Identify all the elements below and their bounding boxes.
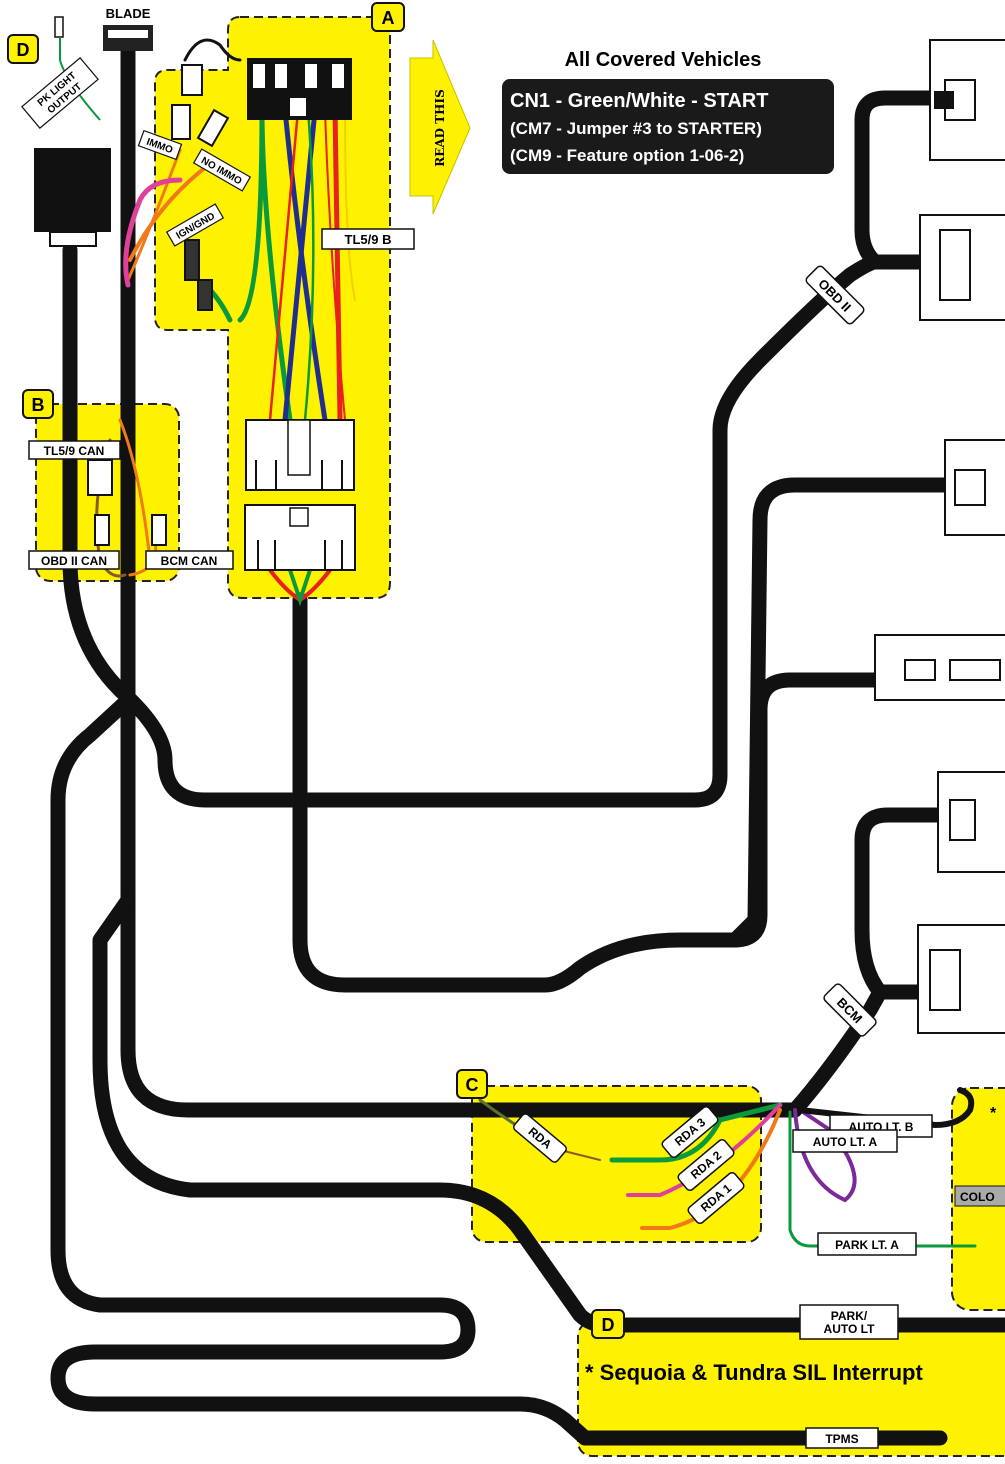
zone-b-connectors bbox=[87, 459, 167, 546]
section-badges: A B C D D bbox=[7, 2, 625, 1339]
bcm-connector bbox=[917, 924, 1005, 1034]
pk-module bbox=[34, 148, 111, 247]
read-this-text: READ THIS bbox=[433, 89, 447, 167]
tpms-label: TPMS bbox=[825, 1432, 858, 1446]
park-lt-a-label: PARK LT. A bbox=[835, 1238, 899, 1252]
zone-a-bottom-connector bbox=[244, 504, 356, 571]
badge-d-bottom: D bbox=[591, 1309, 625, 1339]
header-line-3: (CM9 - Feature option 1-06-2) bbox=[510, 146, 744, 165]
header-line-2: (CM7 - Jumper #3 to STARTER) bbox=[510, 119, 762, 138]
label-tags: TL5/9 B TL5/9 CAN OBD II CAN BCM CAN IMM… bbox=[21, 6, 1005, 1449]
auto-lt-a-label: AUTO LT. A bbox=[813, 1135, 878, 1149]
right-connector-5 bbox=[937, 771, 1005, 873]
bcm-can-label: BCM CAN bbox=[161, 554, 218, 568]
badge-c: C bbox=[456, 1069, 488, 1099]
badge-b: B bbox=[22, 389, 54, 419]
read-this-arrow: READ THIS bbox=[409, 39, 471, 215]
header-line-1: CN1 - Green/White - START bbox=[510, 90, 769, 112]
blade-label: BLADE bbox=[106, 6, 151, 21]
sequoia-label: * Sequoia & Tundra SIL Interrupt bbox=[585, 1360, 923, 1385]
tl59b-label: TL5/9 B bbox=[345, 232, 392, 247]
zone-a-wires bbox=[123, 38, 356, 607]
zone-a-mid-connector bbox=[245, 419, 355, 491]
mid-right-cable bbox=[727, 477, 953, 948]
to-d-cable bbox=[92, 892, 1005, 1333]
colo-star: * bbox=[990, 1105, 997, 1122]
obd-upper-cable bbox=[854, 90, 943, 270]
right-connector-4 bbox=[874, 634, 1005, 701]
right-connector-3 bbox=[944, 439, 1005, 536]
park-auto-lt-label-1: PARK/ bbox=[831, 1309, 868, 1323]
header-box: All Covered Vehicles CN1 - Green/White -… bbox=[502, 49, 834, 174]
svg-text:D: D bbox=[602, 1315, 615, 1335]
colo-label: COLO bbox=[960, 1190, 995, 1204]
pk-module-cable bbox=[62, 242, 928, 808]
bcm-upper-cable bbox=[854, 807, 948, 1000]
tl59-can-label: TL5/9 CAN bbox=[44, 444, 105, 458]
zone-a-top-connector bbox=[247, 58, 352, 120]
obd-ii-can-label: OBD II CAN bbox=[41, 554, 107, 568]
badge-d-top: D bbox=[7, 34, 39, 64]
header-title: All Covered Vehicles bbox=[565, 49, 762, 71]
small-connectors-zone-a bbox=[171, 64, 230, 311]
park-auto-lt-label-2: AUTO LT bbox=[824, 1322, 876, 1336]
left-loop-cable bbox=[50, 692, 948, 1446]
badge-a: A bbox=[371, 2, 405, 32]
obd-connector-bottom bbox=[919, 214, 1005, 321]
svg-text:C: C bbox=[466, 1075, 479, 1095]
svg-text:D: D bbox=[17, 40, 30, 60]
svg-text:B: B bbox=[32, 395, 45, 415]
blade-connector bbox=[103, 25, 153, 51]
obd-connector-top bbox=[929, 39, 1005, 161]
svg-text:A: A bbox=[382, 8, 395, 28]
